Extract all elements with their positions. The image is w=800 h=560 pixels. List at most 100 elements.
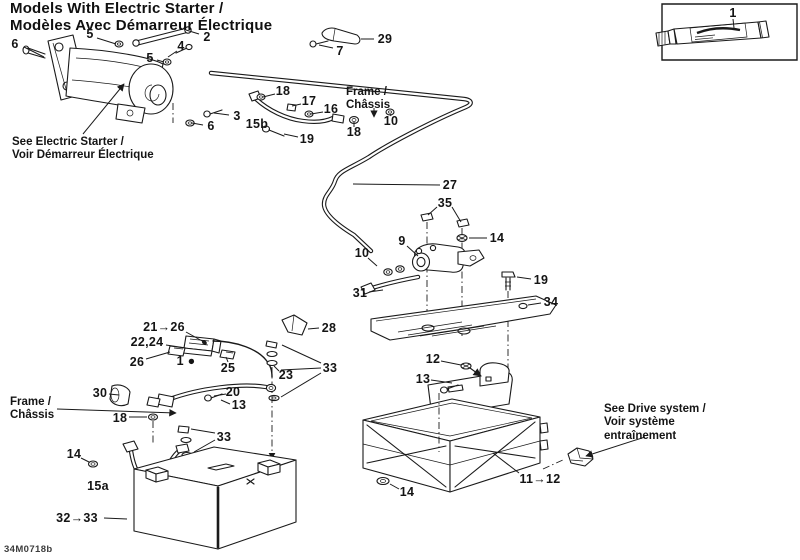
leader-line — [57, 409, 177, 417]
callout-15a: 15a — [87, 479, 109, 493]
callout-27: 27 — [442, 178, 458, 192]
leader-line — [221, 400, 230, 404]
starter-solenoid-drawing — [361, 213, 515, 380]
leader-line — [24, 47, 44, 57]
callout-18: 18 — [346, 125, 362, 139]
leader-line — [192, 123, 203, 125]
leader-line — [368, 258, 377, 266]
leader-line — [585, 437, 645, 458]
frame-chassis-note-left: Frame /Châssis — [10, 396, 54, 423]
callout-14: 14 — [489, 231, 505, 245]
leader-line — [308, 328, 319, 329]
leader-line — [319, 45, 333, 48]
frame-chassis-note-left-line-2: Châssis — [10, 409, 55, 422]
callout-20: 20 — [225, 385, 241, 399]
callout-1: 1 — [729, 6, 737, 20]
callout-13: 13 — [415, 372, 431, 386]
callout-30: 30 — [92, 386, 108, 400]
frame-chassis-note-top-line-2: Châssis — [346, 99, 391, 112]
leader-line — [168, 51, 177, 57]
leader-line — [146, 352, 170, 359]
callout-9: 9 — [398, 234, 406, 248]
callout-23: 23 — [278, 368, 294, 382]
callout-4: 4 — [177, 39, 185, 53]
leader-line — [226, 357, 228, 362]
callout-15b: 15b — [245, 117, 269, 131]
leader-line — [166, 345, 186, 348]
leader-line — [263, 94, 275, 97]
see-electric-starter-note-line-2: Voir Démarreur Électrique — [12, 149, 154, 162]
callout-25: 25 — [220, 361, 236, 375]
leader-line — [157, 60, 164, 62]
callout-29: 29 — [377, 32, 393, 46]
leader-line — [407, 246, 418, 256]
callout-2: 2 — [203, 30, 211, 44]
see-electric-starter-note: See Electric Starter /Voir Démarreur Éle… — [12, 136, 154, 163]
callout-31: 31 — [352, 286, 368, 300]
callout-18: 18 — [275, 84, 291, 98]
leader-line — [83, 83, 125, 134]
leader-line — [517, 277, 531, 279]
callout-22-24: 22,24 — [130, 335, 164, 349]
callout-1: 1 ● — [176, 354, 196, 368]
leader-line — [214, 394, 226, 396]
callout-14: 14 — [66, 447, 82, 461]
callout-19: 19 — [299, 132, 315, 146]
callout-10: 10 — [383, 114, 399, 128]
callout-33: 33 — [322, 361, 338, 375]
leader-line — [528, 303, 541, 305]
leader-line — [81, 458, 89, 462]
callout-33: 33 — [216, 430, 232, 444]
mounting-plate-drawing — [371, 296, 556, 340]
leader-line — [214, 113, 229, 115]
leader-line — [390, 484, 399, 489]
see-drive-system-note-line-1: See Drive system / — [604, 403, 706, 415]
callout-19: 19 — [533, 273, 549, 287]
leader-line — [353, 184, 440, 185]
leader-line — [191, 429, 215, 433]
title-line-2: Modèles Avec Démarreur Électrique — [10, 16, 273, 34]
starter-cable-drawing — [211, 73, 471, 251]
leader-line — [733, 19, 734, 28]
callout-26: 26 — [129, 355, 145, 369]
callout-34: 34 — [543, 295, 559, 309]
leader-line — [441, 361, 461, 365]
frame-chassis-note-top-line-1: Frame / — [346, 86, 387, 98]
callout-28: 28 — [321, 321, 337, 335]
callout-5: 5 — [146, 51, 154, 65]
lubricant-tube-inset — [656, 4, 797, 60]
see-drive-system-note-line-2: Voir système — [604, 416, 675, 429]
leader-line — [390, 114, 391, 116]
frame-chassis-note-left-line-1: Frame / — [10, 396, 51, 408]
starter-motor-drawing — [23, 27, 222, 126]
leader-line — [428, 207, 437, 215]
page-title: Models With Electric Starter / Modèles A… — [10, 0, 273, 35]
leader-line — [452, 207, 461, 222]
leader-line — [194, 440, 215, 452]
leader-dot — [202, 340, 206, 344]
callout-3: 3 — [233, 109, 241, 123]
drawing-part-code: 34M0718b — [4, 544, 53, 555]
callout-6: 6 — [11, 37, 19, 51]
leader-line — [284, 134, 298, 137]
leader-line — [109, 394, 119, 395]
callout-35: 35 — [437, 196, 453, 210]
leader-line — [281, 373, 321, 397]
leader-line — [281, 368, 321, 370]
vent-boot-drawing — [310, 28, 360, 47]
callout-32-33: 32→33 — [56, 511, 98, 525]
leader-lines — [24, 19, 734, 519]
leader-line — [311, 112, 323, 114]
battery-drawing — [134, 447, 296, 549]
drive-system-clip-drawing — [543, 448, 593, 469]
leader-line — [104, 518, 127, 519]
exploded-view-drawing — [23, 4, 797, 549]
ground-cable-drawing — [110, 384, 276, 443]
callout-10: 10 — [354, 246, 370, 260]
callout-21-26: 21→26 — [143, 320, 185, 334]
leader-line — [186, 332, 204, 342]
callout-5: 5 — [86, 27, 94, 41]
leader-line — [493, 453, 519, 473]
